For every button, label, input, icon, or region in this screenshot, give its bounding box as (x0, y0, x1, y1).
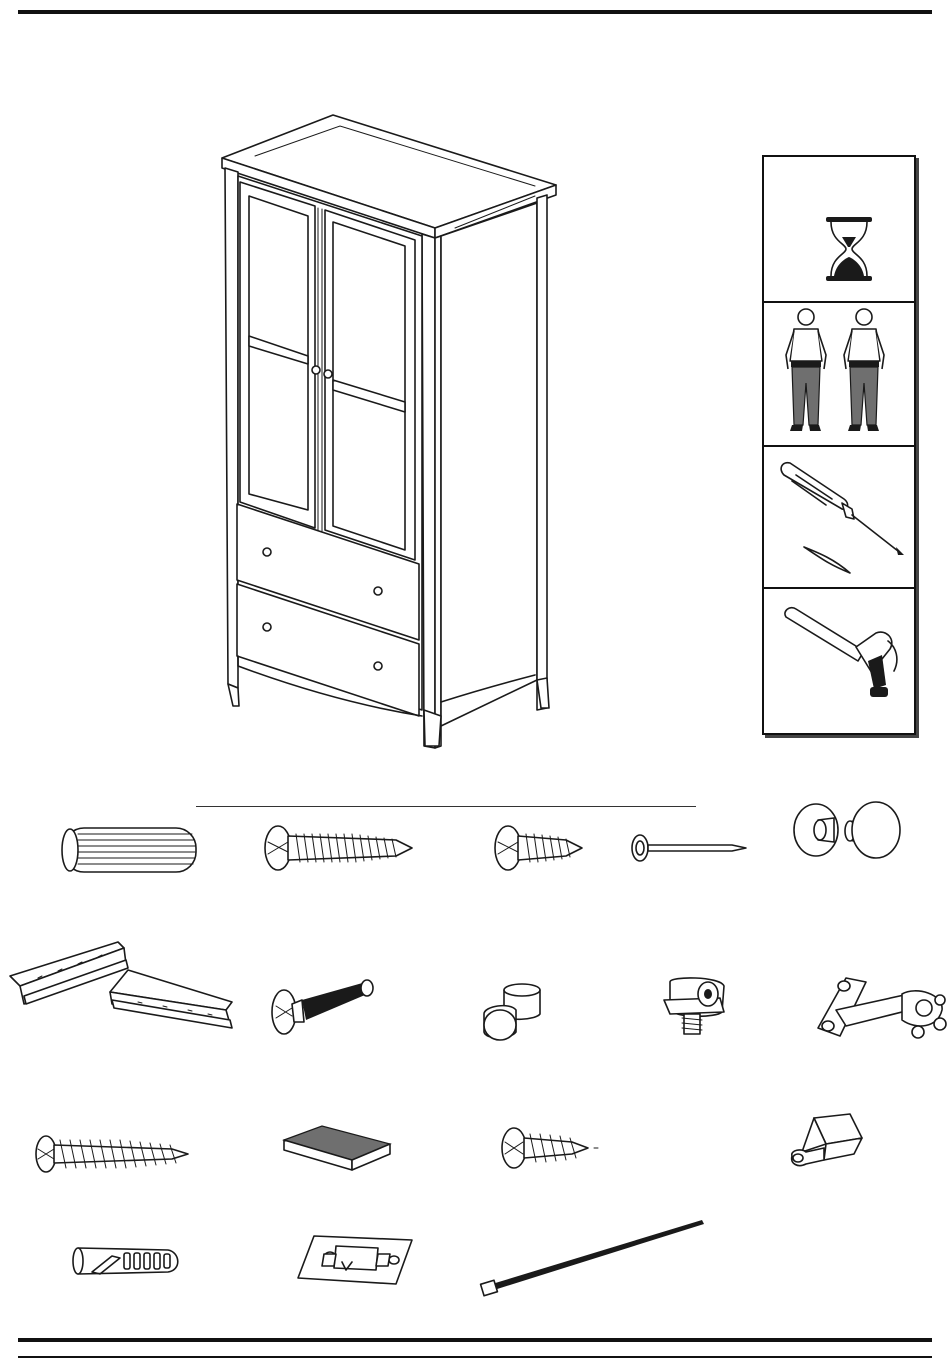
door-knob (792, 800, 904, 862)
cam-bolt (268, 978, 376, 1040)
drawer-slide-rails (8, 938, 234, 1030)
hardware-separator (196, 806, 696, 807)
cabinet-hinge (806, 970, 950, 1046)
cam-lock-fitting (660, 972, 734, 1044)
screwdriver-icon (764, 447, 914, 589)
short-phillips-screw (486, 822, 586, 874)
cable-tie (478, 1218, 708, 1298)
long-phillips-screw (256, 822, 416, 874)
hammer-icon (764, 589, 914, 733)
felt-pad (280, 1122, 394, 1174)
wooden-dowel (58, 826, 203, 876)
person-icon (844, 309, 884, 431)
wall-plug-anchor (68, 1242, 186, 1280)
anti-tip-bracket (784, 1110, 866, 1172)
top-rule (18, 10, 932, 14)
coarse-thread-screw (32, 1132, 192, 1176)
magnetic-catch (296, 1232, 416, 1288)
shelf-support-peg (480, 980, 550, 1042)
bottom-rule-thin (18, 1356, 932, 1358)
small-screw (498, 1124, 602, 1172)
nail (630, 830, 748, 866)
hourglass-icon (764, 157, 914, 303)
two-people-icon (764, 303, 914, 447)
person-icon (786, 309, 826, 431)
requirements-panel (762, 155, 916, 735)
bottom-rule-thick (18, 1338, 932, 1342)
wardrobe-illustration (215, 110, 560, 755)
